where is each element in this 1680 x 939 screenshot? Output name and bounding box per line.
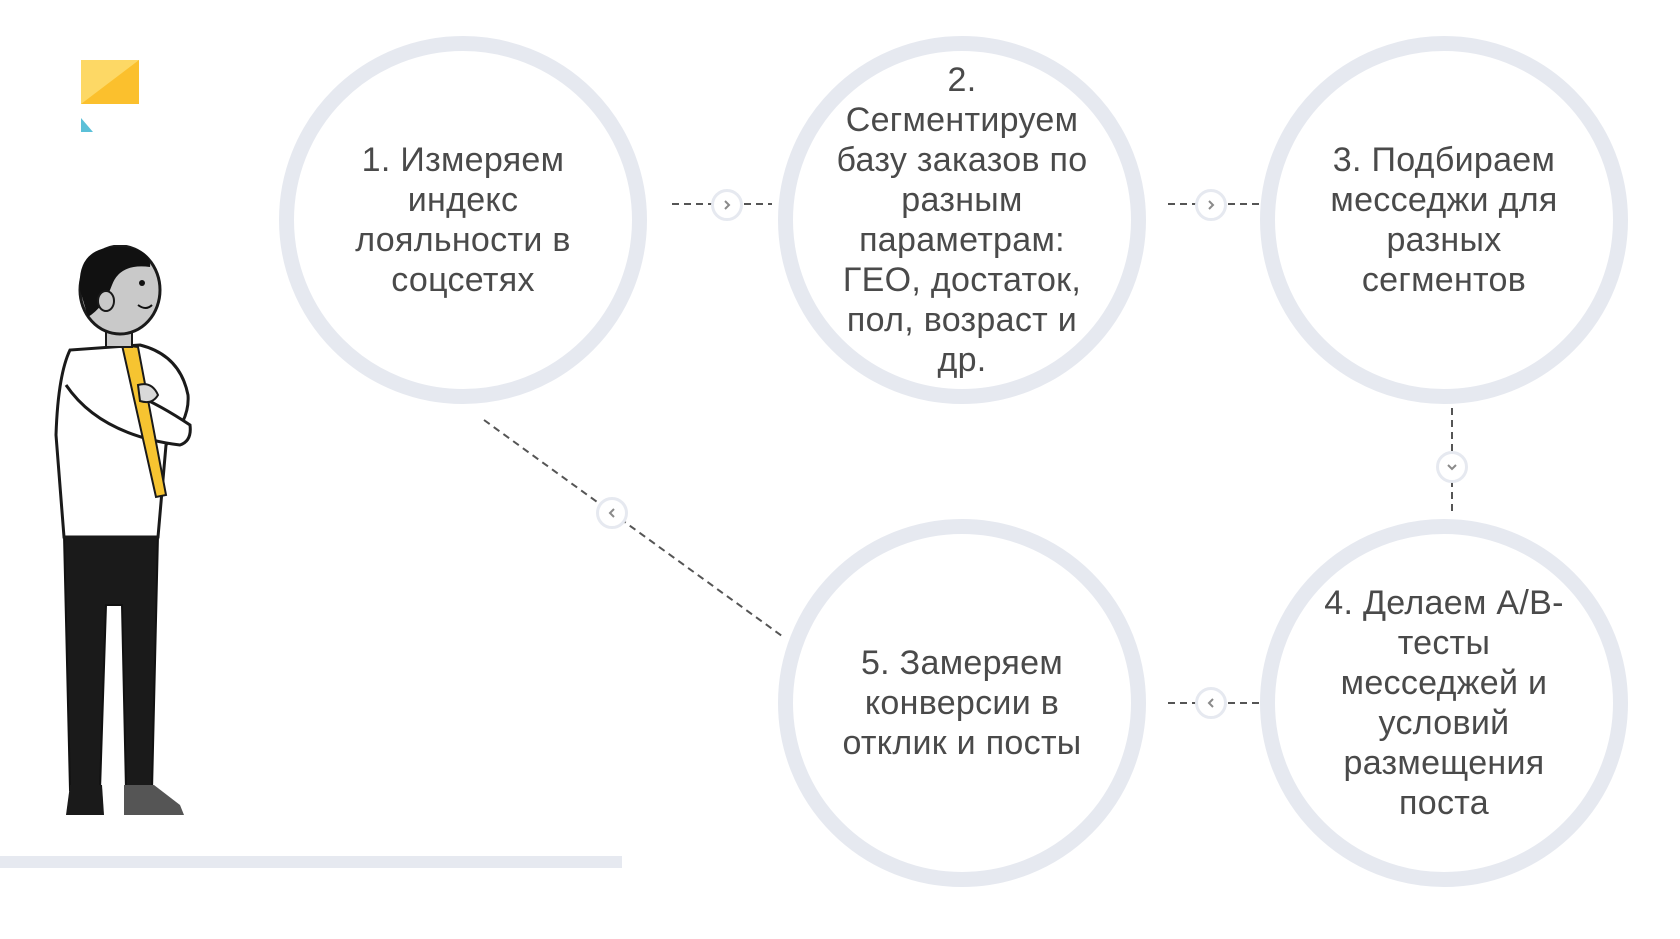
chevron-down-icon bbox=[1436, 451, 1468, 483]
chevron-right-icon bbox=[1195, 189, 1227, 221]
step-circle-4: 4. Делаем А/В-тесты месседжей и условий … bbox=[1260, 519, 1628, 887]
chevron-left-icon bbox=[596, 497, 628, 529]
person-illustration bbox=[54, 245, 192, 815]
step-label-3: 3. Подбираем месседжи для разных сегмент… bbox=[1330, 141, 1558, 299]
connector-line-5-1 bbox=[483, 419, 783, 637]
step-circle-3: 3. Подбираем месседжи для разных сегмент… bbox=[1260, 36, 1628, 404]
step-label-1: 1. Измеряем индекс лояльности в соцсетях bbox=[355, 141, 571, 299]
step-circle-5: 5. Замеряем конверсии в отклик и посты bbox=[778, 519, 1146, 887]
chevron-right-icon bbox=[711, 189, 743, 221]
step-label-4: 4. Делаем А/В-тесты месседжей и условий … bbox=[1324, 584, 1564, 822]
step-label-5: 5. Замеряем конверсии в отклик и посты bbox=[842, 644, 1082, 762]
logo-icon bbox=[81, 60, 139, 132]
step-label-2: 2. Сегментируем базу заказов по разным п… bbox=[836, 61, 1088, 379]
step-circle-1: 1. Измеряем индекс лояльности в соцсетях bbox=[279, 36, 647, 404]
step-circle-2: 2. Сегментируем базу заказов по разным п… bbox=[778, 36, 1146, 404]
floor-line bbox=[0, 856, 622, 868]
chevron-left-icon bbox=[1195, 687, 1227, 719]
